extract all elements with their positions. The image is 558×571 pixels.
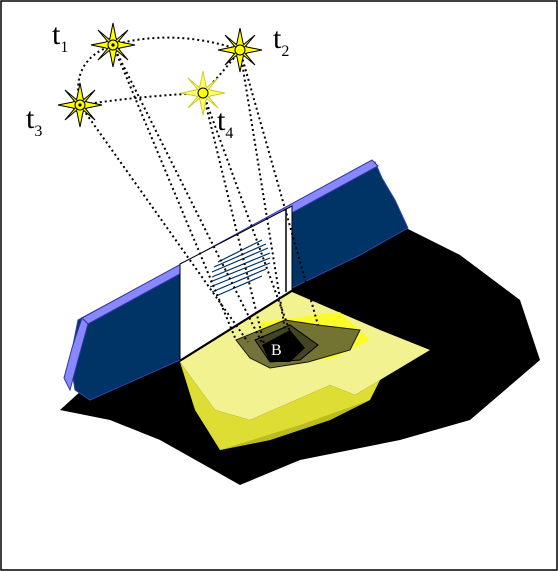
- object-b-label: B: [271, 342, 282, 359]
